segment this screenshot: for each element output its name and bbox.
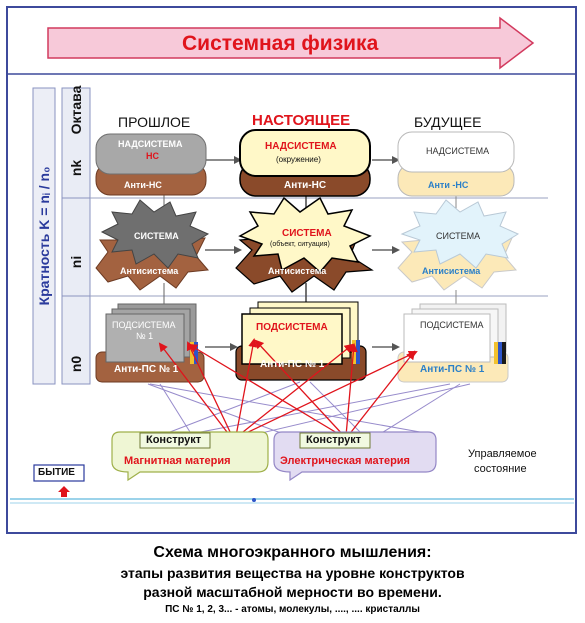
past-system-label: СИСТЕМА <box>134 231 179 241</box>
being-arrow <box>58 486 70 497</box>
being-box <box>33 464 85 482</box>
octave-column <box>61 87 91 385</box>
caption-note: ПС № 1, 2, 3... - атомы, молекулы, ....,… <box>165 604 420 615</box>
future-supersystem-label: НАДСИСТЕМА <box>426 146 490 156</box>
present-supersystem-sub: (окружение) <box>276 155 321 164</box>
octave-label: Октава <box>68 85 84 135</box>
present-subsystem-shape <box>241 313 343 365</box>
ratio-bar <box>32 87 56 385</box>
banner-arrow <box>47 16 535 70</box>
construct-magnetic-title: Конструкт <box>146 434 202 446</box>
construct-magnetic-matter: Магнитная материя <box>124 455 231 467</box>
past-subsystem-num: № 1 <box>136 331 154 341</box>
column-future: БУДУЩЕЕ <box>414 114 482 130</box>
row-label-nk: nk <box>68 159 84 177</box>
future-anti-ps-label: Анти-ПС № 1 <box>420 364 485 375</box>
past-supersystem-label: НАДСИСТЕМА <box>118 139 183 149</box>
managed-state-line1: Управляемое <box>468 448 537 460</box>
construct-electric-matter: Электрическая материя <box>280 455 410 467</box>
construct-electric-title: Конструкт <box>306 434 362 446</box>
row-label-n0: n0 <box>68 355 84 373</box>
future-supersystem-shape <box>397 131 515 173</box>
column-past: ПРОШЛОЕ <box>118 114 191 130</box>
past-system-star <box>100 199 210 269</box>
row-label-ni: ni <box>68 255 84 269</box>
past-supersystem-shape <box>95 133 207 175</box>
present-antisystem-label: Антисистема <box>268 266 327 276</box>
managed-state-line2: состояние <box>474 463 527 475</box>
present-subsystem-label: ПОДСИСТЕМА <box>256 322 328 333</box>
ratio-label: Кратность K = nᵢ / n₀ <box>36 166 52 306</box>
caption-line3: разной масштабной мерности во времени. <box>143 584 442 600</box>
future-system-label: СИСТЕМА <box>436 231 481 241</box>
present-supersystem-shape <box>239 129 371 177</box>
present-supersystem-label: НАДСИСТЕМА <box>265 141 337 152</box>
being-label: БЫТИЕ <box>38 467 75 478</box>
past-subsystem-label: ПОДСИСТЕМА <box>112 320 176 330</box>
future-system-star <box>400 199 520 269</box>
link-lines <box>147 381 471 441</box>
future-antisystem-label: Антисистема <box>422 266 481 276</box>
past-antisystem-label: Антисистема <box>120 266 179 276</box>
caption-title: Схема многоэкранного мышления: <box>153 544 432 561</box>
future-subsystem-label: ПОДСИСТЕМА <box>420 320 484 330</box>
past-subsystem-shape <box>105 313 185 363</box>
past-anti-ps-label: Анти-ПС № 1 <box>114 364 179 375</box>
present-anti-ps-label: Анти-ПС № 1 <box>260 359 325 370</box>
present-system-sub: (объект, ситуация) <box>270 241 330 248</box>
present-anti-ns-label: Анти-НС <box>284 180 327 191</box>
diagram-canvas <box>8 16 575 504</box>
future-anti-ns-label: Анти -НС <box>428 180 469 190</box>
future-subsystem-shape <box>403 313 491 363</box>
present-system-star <box>238 196 372 274</box>
banner-title: Системная физика <box>182 32 379 55</box>
column-present: НАСТОЯЩЕЕ <box>252 112 351 129</box>
red-arrows <box>158 338 418 437</box>
past-supersystem-ns: НС <box>146 151 159 161</box>
caption-line2: этапы развития вещества на уровне констр… <box>120 565 465 581</box>
past-anti-ns-label: Анти-НС <box>124 180 162 190</box>
present-system-label: СИСТЕМА <box>282 228 332 239</box>
